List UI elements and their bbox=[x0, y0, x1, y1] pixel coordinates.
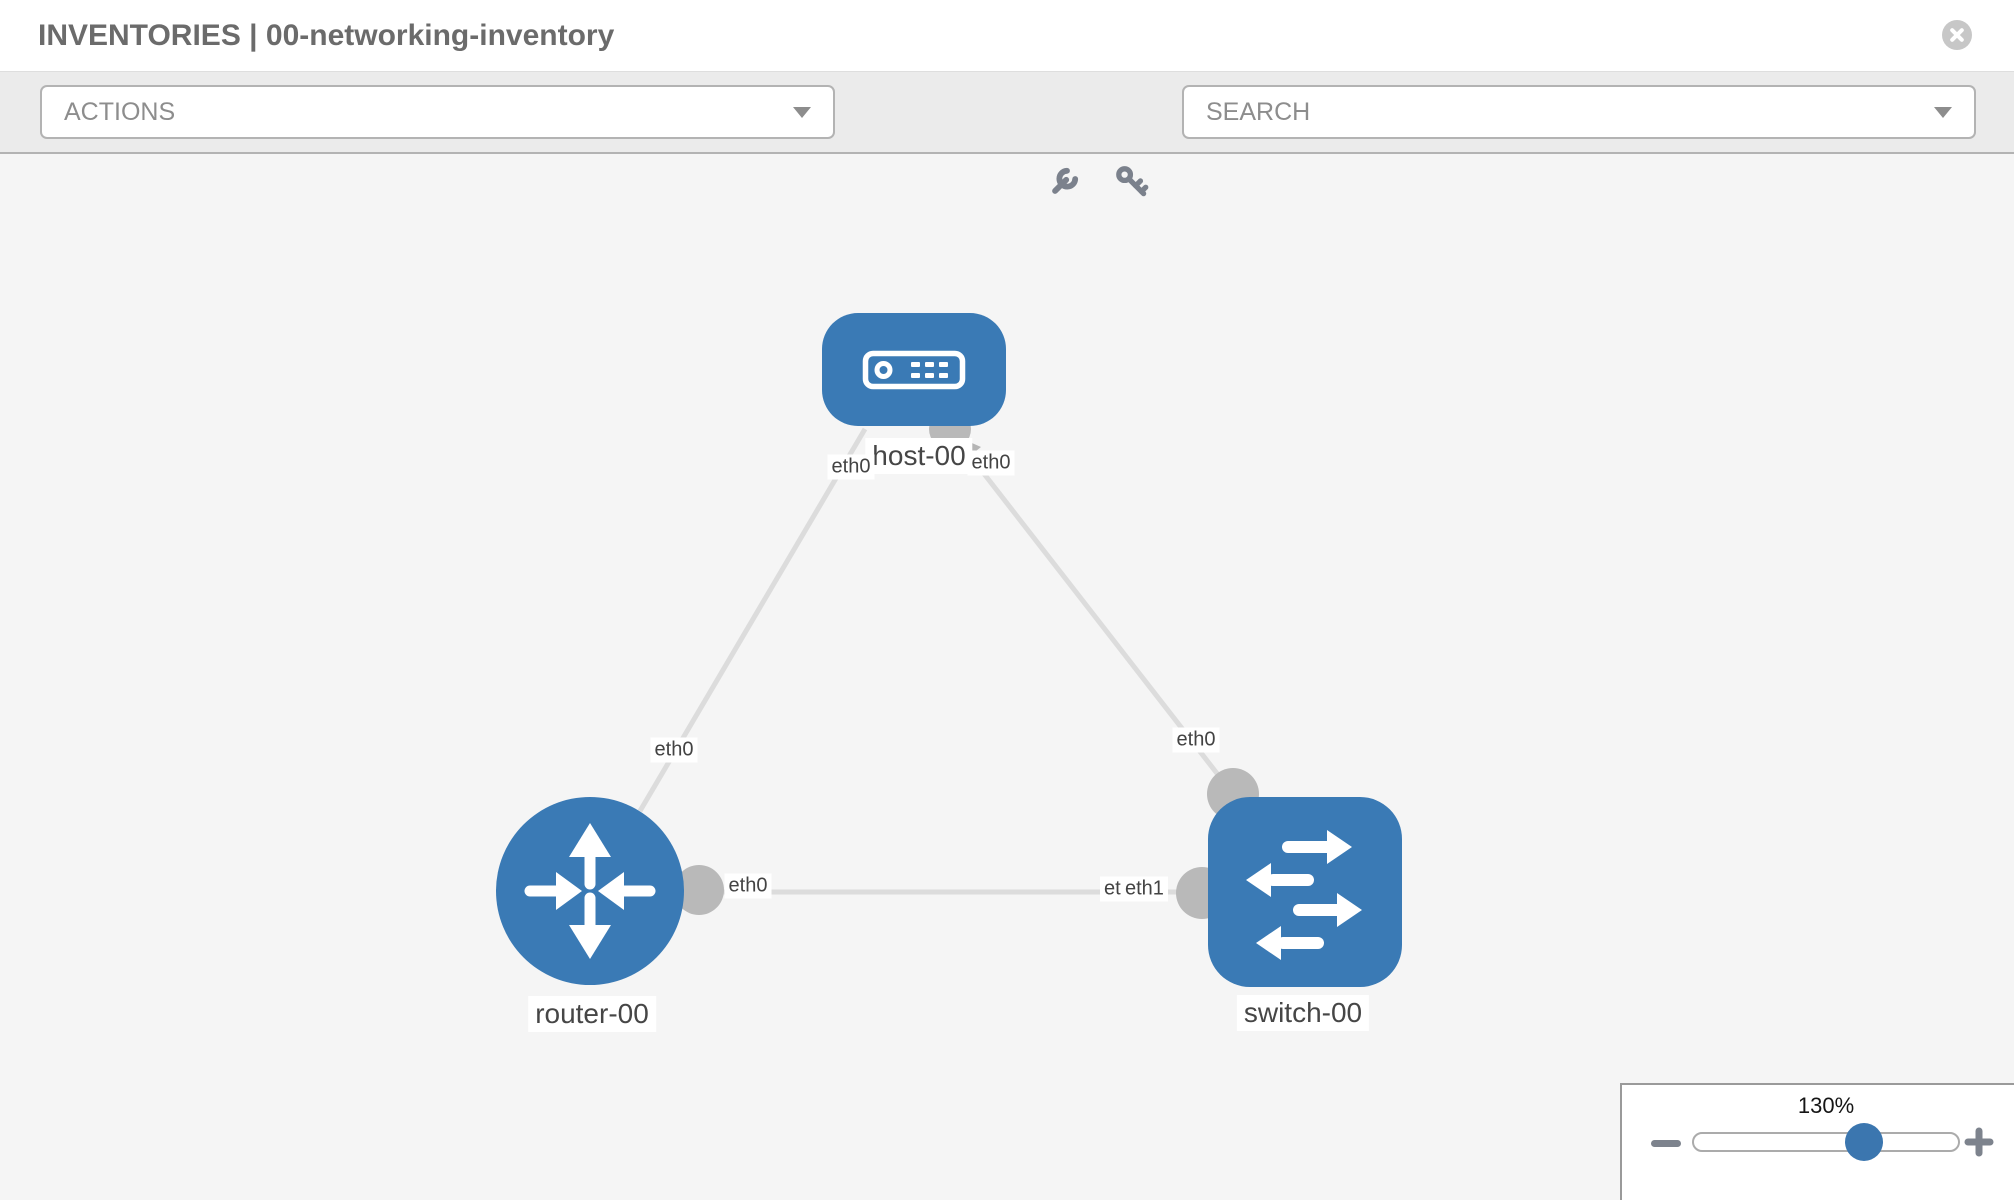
close-icon bbox=[1950, 28, 1964, 42]
chevron-down-icon bbox=[793, 106, 811, 118]
node-label-router: router-00 bbox=[528, 996, 656, 1032]
interface-label-host-right: eth0 bbox=[967, 450, 1015, 476]
interface-label-router-top: eth0 bbox=[650, 737, 698, 763]
node-label-switch: switch-00 bbox=[1236, 995, 1370, 1031]
zoom-slider-track[interactable] bbox=[1692, 1132, 1960, 1152]
chevron-down-icon bbox=[1934, 106, 1952, 118]
zoom-level: 130% bbox=[1797, 1093, 1855, 1118]
zoom-panel: 130% bbox=[1620, 1083, 2014, 1200]
interface-label-switch-top: eth0 bbox=[1172, 727, 1220, 753]
plus-icon[interactable] bbox=[1964, 1127, 1994, 1157]
wrench-icon bbox=[1052, 167, 1079, 194]
switch-icon bbox=[1246, 830, 1362, 960]
toolbar: ACTIONS SEARCH bbox=[0, 72, 2014, 197]
interface-label-host-left: eth0 bbox=[827, 454, 875, 480]
search-dropdown[interactable]: SEARCH bbox=[1182, 85, 1976, 139]
zoom-slider-knob[interactable] bbox=[1845, 1123, 1883, 1161]
actions-dropdown[interactable]: ACTIONS bbox=[40, 85, 835, 139]
minus-icon[interactable] bbox=[1651, 1140, 1681, 1147]
credentials-button[interactable] bbox=[1110, 160, 1154, 204]
host-device-icon bbox=[862, 350, 966, 389]
key-icon bbox=[1116, 166, 1149, 197]
interface-label-switch-eth1: eth1 bbox=[1121, 876, 1168, 902]
node-label-host: host-00 bbox=[865, 438, 973, 474]
node-router-00[interactable] bbox=[496, 797, 684, 985]
node-host-00[interactable] bbox=[822, 313, 1006, 426]
close-button[interactable] bbox=[1942, 20, 1972, 50]
search-dropdown-label: SEARCH bbox=[1206, 97, 1311, 126]
interface-label-router-right: eth0 bbox=[724, 873, 772, 899]
node-switch-00[interactable] bbox=[1208, 797, 1402, 987]
page-title: INVENTORIES | 00-networking-inventory bbox=[38, 18, 615, 52]
configure-button[interactable] bbox=[1042, 160, 1086, 204]
actions-dropdown-label: ACTIONS bbox=[64, 97, 176, 126]
header: INVENTORIES | 00-networking-inventory bbox=[0, 0, 2014, 72]
router-icon bbox=[524, 823, 656, 959]
